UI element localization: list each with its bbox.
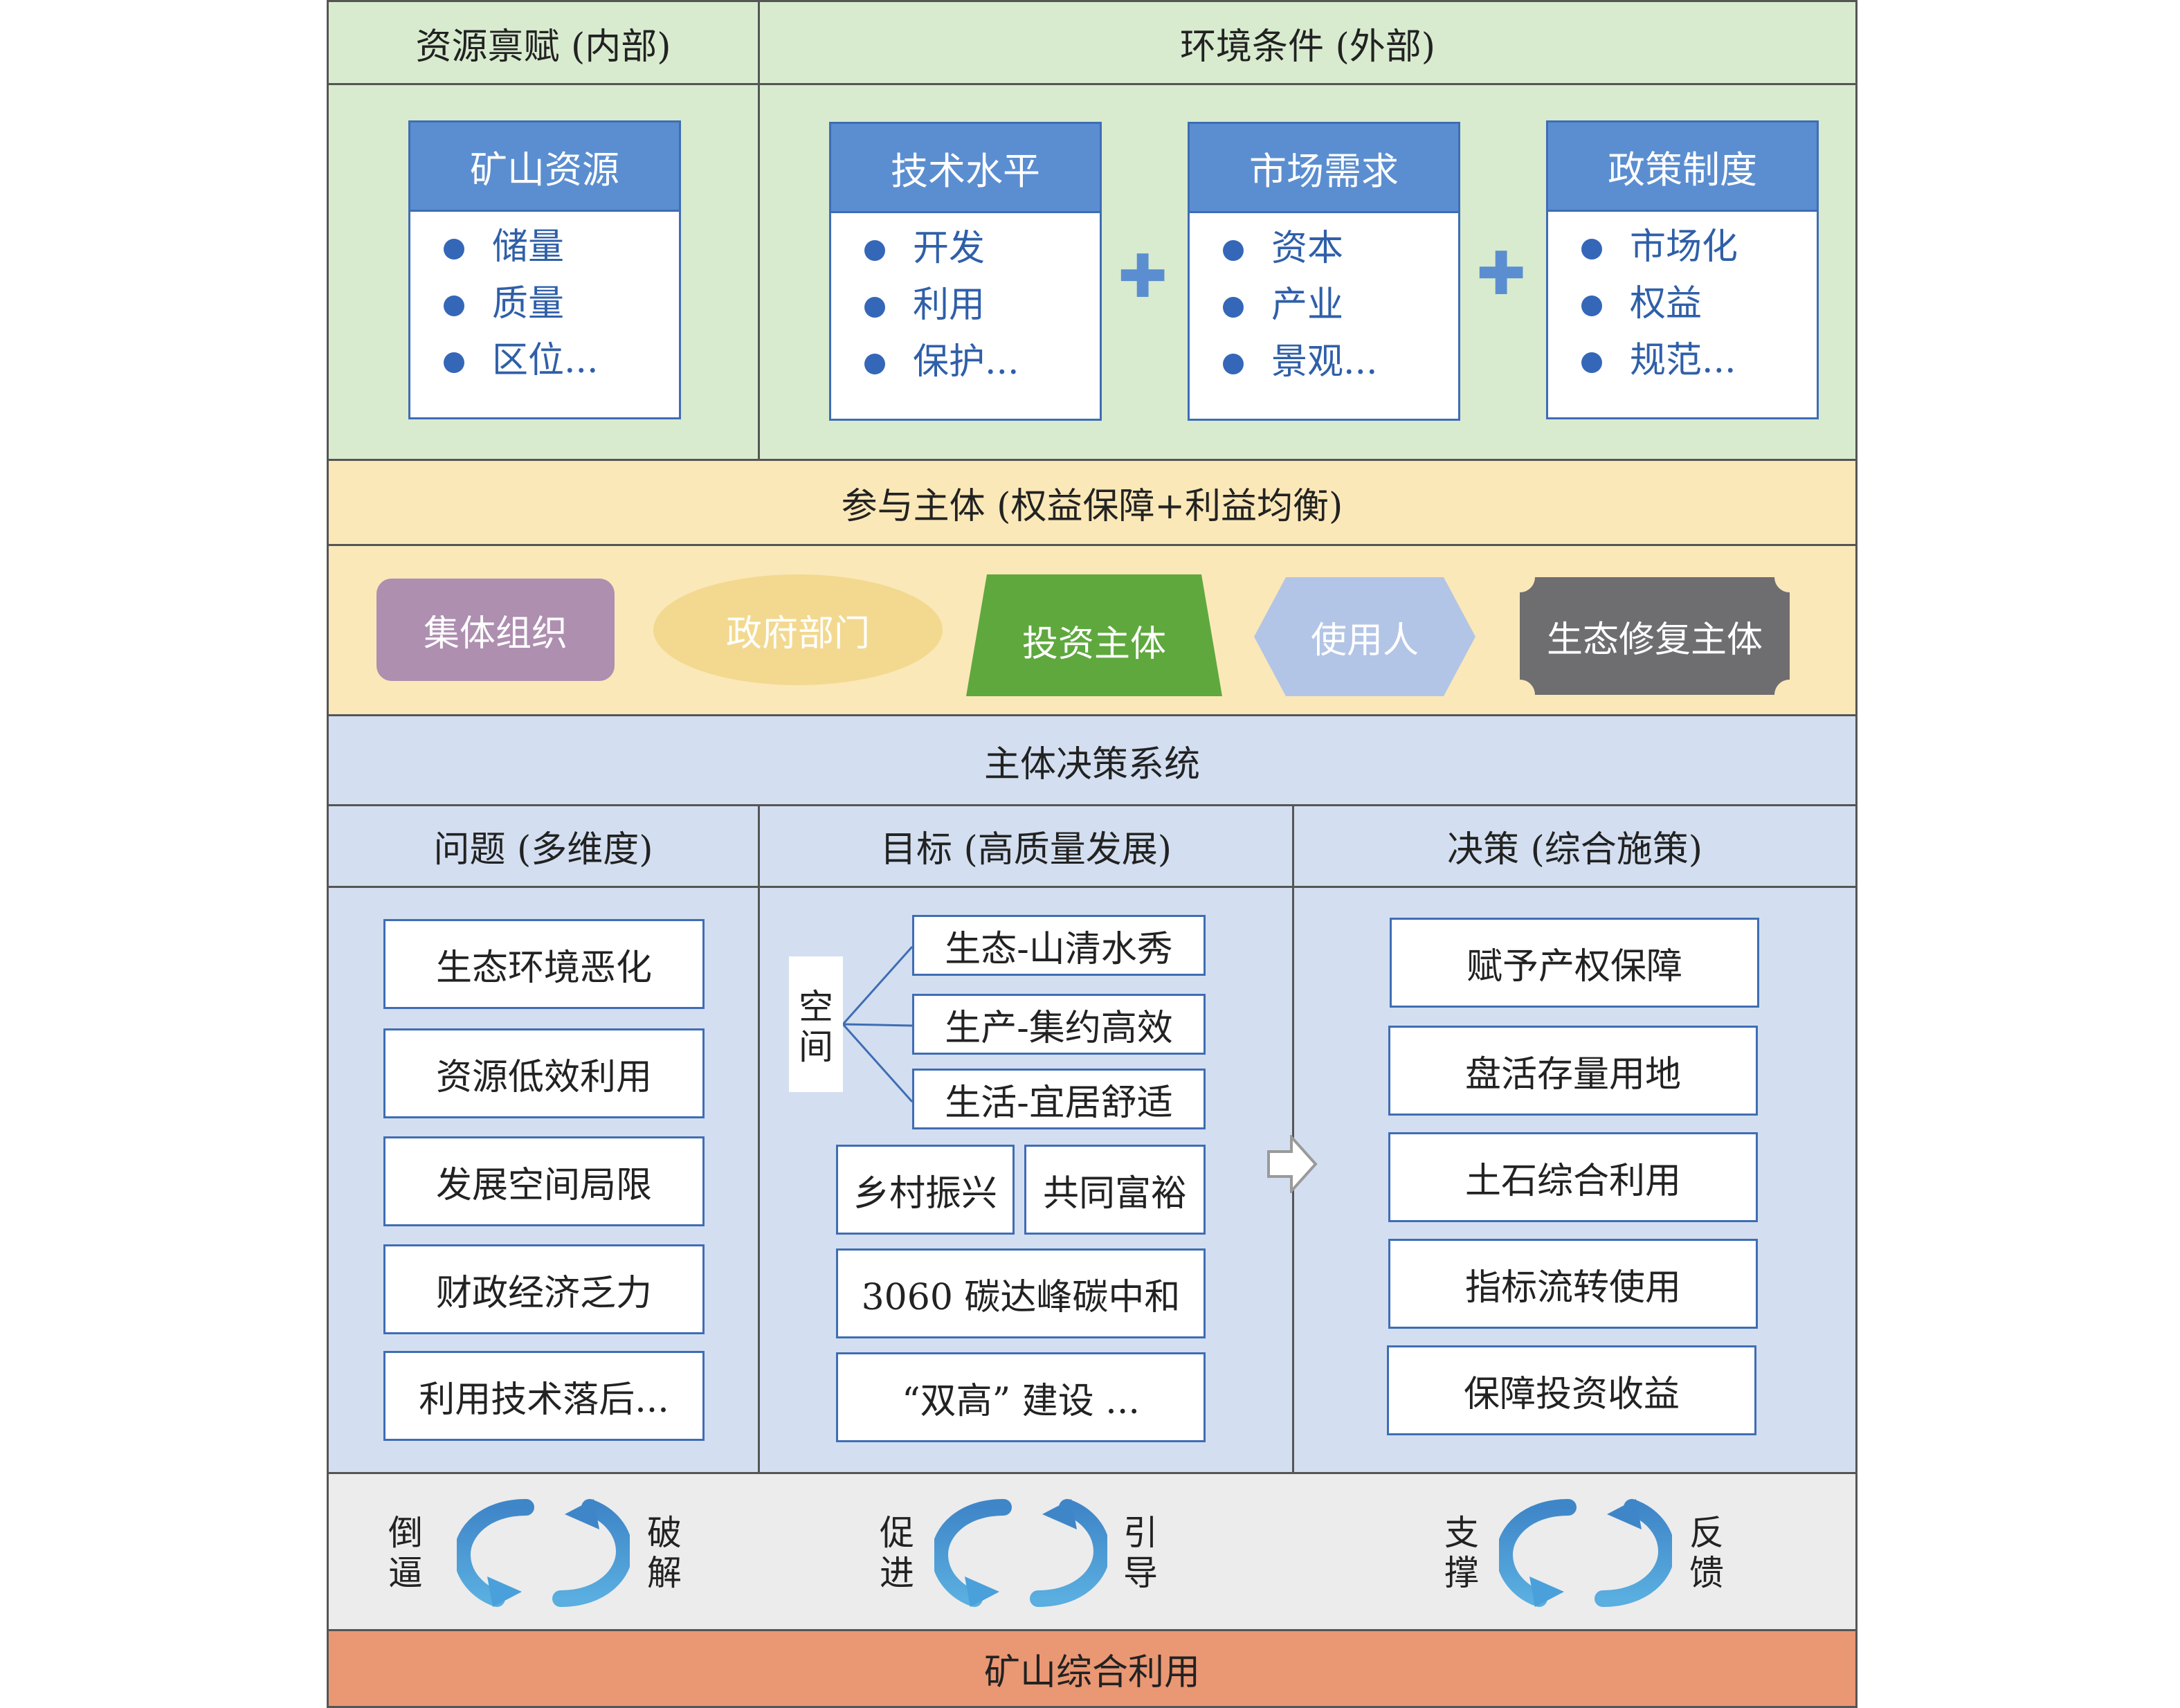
decision-item: 土石综合利用 xyxy=(1388,1132,1758,1222)
list-item: 利用 xyxy=(852,277,1100,334)
space-item-ecology: 生态-山清水秀 xyxy=(912,915,1206,976)
participants-header: 参与主体 (权益保障+利益均衡) xyxy=(841,485,1343,527)
decision-item: 赋予产权保障 xyxy=(1390,918,1759,1008)
loop-left-label: 支撑 xyxy=(1444,1513,1479,1593)
card-list: 资本 产业 景观... xyxy=(1190,213,1458,390)
decision-header: 主体决策系统 xyxy=(983,743,1200,785)
loop-right-label: 破解 xyxy=(647,1513,682,1593)
problem-item: 财政经济乏力 xyxy=(383,1244,705,1334)
decision-header-divider xyxy=(327,804,1857,806)
goal-double-high: “双高” 建设 ... xyxy=(836,1352,1206,1442)
left-header: 资源禀赋 (内部) xyxy=(415,26,671,68)
problem-item: 发展空间局限 xyxy=(383,1136,705,1226)
decisions-header: 决策 (综合施策) xyxy=(1446,829,1703,871)
list-item: 资本 xyxy=(1210,220,1458,277)
list-item: 景观... xyxy=(1210,334,1458,390)
actor-investor-shape xyxy=(966,574,1222,696)
goals-header: 目标 (高质量发展) xyxy=(880,829,1172,871)
list-item: 保护... xyxy=(852,334,1100,390)
actor-user: 使用人 xyxy=(1310,619,1419,662)
loop-left-label: 促进 xyxy=(880,1513,914,1593)
space-item-living: 生活-宜居舒适 xyxy=(912,1069,1206,1129)
list-item: 产业 xyxy=(1210,277,1458,334)
goal-carbon-neutrality: 3060 碳达峰碳中和 xyxy=(836,1248,1206,1338)
cycle-arrows-icon xyxy=(457,1499,630,1607)
loop-right-label: 反馈 xyxy=(1689,1513,1724,1593)
card-mine-resources: 矿山资源 储量 质量 区位... xyxy=(408,120,681,419)
right-header: 环境条件 (外部) xyxy=(1179,26,1436,68)
problem-item: 利用技术落后... xyxy=(383,1351,705,1441)
card-policy-system: 政策制度 市场化 权益 规范... xyxy=(1546,120,1819,419)
card-title: 市场需求 xyxy=(1190,124,1458,213)
space-item-production: 生产-集约高效 xyxy=(912,994,1206,1055)
decision-subheader-divider xyxy=(327,886,1857,888)
card-list: 市场化 权益 规范... xyxy=(1548,212,1817,389)
card-list: 开发 利用 保护... xyxy=(831,213,1100,390)
goal-rural-revitalization: 乡村振兴 xyxy=(836,1145,1015,1235)
space-label-box xyxy=(789,956,843,1092)
actor-ecological-restoration: 生态修复主体 xyxy=(1546,619,1763,661)
list-item: 开发 xyxy=(852,220,1100,277)
footer-mine-comprehensive-utilization: 矿山综合利用 xyxy=(327,1629,1857,1708)
loop-left-label: 倒逼 xyxy=(388,1513,423,1593)
problem-item: 资源低效利用 xyxy=(383,1028,705,1118)
actor-user-shape xyxy=(1254,577,1475,696)
goal-common-prosperity: 共同富裕 xyxy=(1024,1145,1206,1235)
card-title: 技术水平 xyxy=(831,124,1100,213)
card-list: 储量 质量 区位... xyxy=(410,212,679,389)
loop-right-label: 引导 xyxy=(1123,1513,1158,1593)
list-item: 质量 xyxy=(431,275,679,332)
card-technology-level: 技术水平 开发 利用 保护... xyxy=(829,122,1102,421)
space-label: 空间 xyxy=(799,987,833,1067)
list-item: 市场化 xyxy=(1569,219,1817,275)
card-title: 政策制度 xyxy=(1548,122,1817,212)
list-item: 规范... xyxy=(1569,332,1817,389)
plus-icon: ✚ xyxy=(1117,242,1168,311)
cycle-arrows-icon xyxy=(1499,1499,1672,1607)
decision-col-divider-1 xyxy=(758,804,760,1474)
participants-divider xyxy=(327,544,1857,546)
cycle-arrows-icon xyxy=(934,1499,1107,1607)
column-divider xyxy=(758,0,760,461)
plus-icon: ✚ xyxy=(1475,239,1527,309)
list-item: 区位... xyxy=(431,332,679,389)
actor-investor: 投资主体 xyxy=(1021,623,1166,665)
decision-item: 指标流转使用 xyxy=(1388,1239,1758,1329)
actor-ecological-restoration-shape xyxy=(1520,577,1790,695)
right-arrow-icon xyxy=(1267,1135,1318,1193)
space-branch-lines xyxy=(843,946,914,1102)
header-divider xyxy=(327,83,1857,85)
card-title: 矿山资源 xyxy=(410,122,679,212)
decision-item: 保障投资收益 xyxy=(1387,1345,1756,1435)
actor-collective-organization: 集体组织 xyxy=(376,579,615,681)
list-item: 权益 xyxy=(1569,275,1817,332)
problem-item: 生态环境恶化 xyxy=(383,919,705,1009)
decision-item: 盘活存量用地 xyxy=(1388,1026,1758,1116)
actor-government-department: 政府部门 xyxy=(653,574,943,685)
card-market-demand: 市场需求 资本 产业 景观... xyxy=(1188,122,1460,421)
problems-header: 问题 (多维度) xyxy=(433,829,653,871)
list-item: 储量 xyxy=(431,219,679,275)
